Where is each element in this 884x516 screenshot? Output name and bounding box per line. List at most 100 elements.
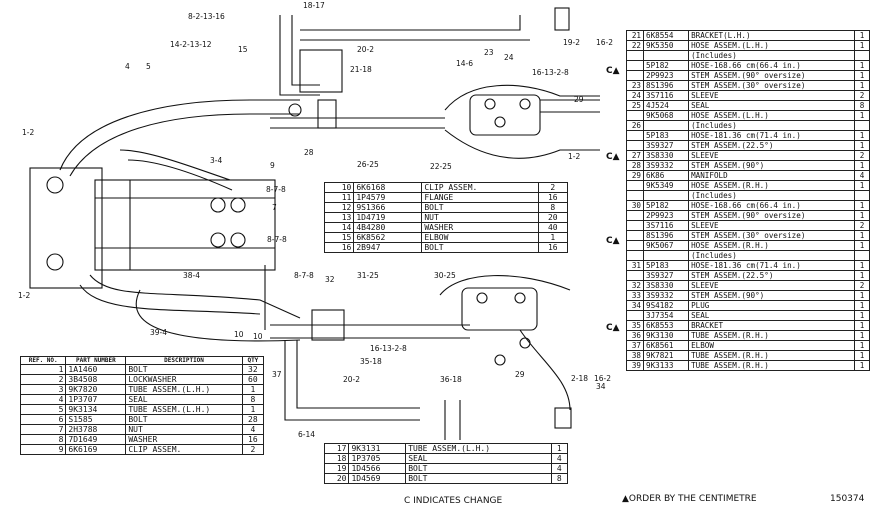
callout-label: 28 bbox=[304, 148, 314, 157]
cell-desc: TUBE ASSEM.(R.H.) bbox=[688, 360, 855, 371]
cell-qty: 20 bbox=[537, 212, 569, 223]
callout-label: 15 bbox=[238, 45, 248, 54]
cell-qty: 1 bbox=[241, 384, 265, 395]
cell-part: 9K5349 bbox=[642, 180, 690, 191]
cell-ref: 10 bbox=[323, 182, 355, 193]
callout-label: 19-2 bbox=[563, 38, 580, 47]
cell-ref bbox=[626, 70, 644, 81]
cell-qty: 8 bbox=[537, 202, 569, 213]
cell-desc: BOLT bbox=[421, 202, 539, 213]
cell-ref bbox=[626, 130, 644, 141]
cell-ref: 36 bbox=[626, 330, 644, 341]
cell-desc: SEAL bbox=[688, 310, 855, 321]
cell-qty: 4 bbox=[854, 170, 870, 181]
cell-desc: HOSE ASSEM.(R.H.) bbox=[688, 180, 855, 191]
cell-desc: NUT bbox=[125, 424, 243, 435]
cell-ref: 11 bbox=[323, 192, 355, 203]
cell-ref: 37 bbox=[626, 340, 644, 351]
cell-desc: TUBE ASSEM.(R.H.) bbox=[688, 330, 855, 341]
cell-part bbox=[642, 120, 690, 131]
cell-ref bbox=[626, 210, 644, 221]
cell-qty: 1 bbox=[854, 140, 870, 151]
cell-part: 2P9923 bbox=[642, 70, 690, 81]
cell-part: 3B4508 bbox=[65, 374, 127, 385]
cell-desc: FLANGE bbox=[421, 192, 539, 203]
cell-ref: 15 bbox=[323, 232, 355, 243]
cell-part: 1A1460 bbox=[65, 364, 127, 375]
cell-part: 3S9332 bbox=[642, 290, 690, 301]
cell-part: 5P183 bbox=[642, 130, 690, 141]
cell-ref: 20 bbox=[323, 473, 350, 484]
header-qty: QTY bbox=[241, 356, 265, 365]
cell-ref bbox=[626, 60, 644, 71]
cell-ref: 3 bbox=[19, 384, 67, 395]
header-part: PART NUMBER bbox=[65, 356, 127, 365]
cell-ref: 5 bbox=[19, 404, 67, 415]
cell-qty: 1 bbox=[854, 320, 870, 331]
cell-desc: STEM ASSEM.(90° oversize) bbox=[688, 210, 855, 221]
cell-ref: 13 bbox=[323, 212, 355, 223]
cell-part bbox=[642, 50, 690, 61]
cell-ref: 35 bbox=[626, 320, 644, 331]
callout-label: 39-4 bbox=[150, 328, 167, 337]
callout-label: 9 bbox=[270, 161, 275, 170]
callout-label: 16-2 bbox=[596, 38, 613, 47]
cell-desc: SEAL bbox=[688, 100, 855, 111]
cell-ref: 24 bbox=[626, 90, 644, 101]
cell-desc: STEM ASSEM.(30° oversize) bbox=[688, 80, 855, 91]
cell-ref: 7 bbox=[19, 424, 67, 435]
cell-ref: 12 bbox=[323, 202, 355, 213]
cell-qty: 16 bbox=[537, 192, 569, 203]
cell-desc: PLUG bbox=[688, 300, 855, 311]
cell-ref: 4 bbox=[19, 394, 67, 405]
valve-cover bbox=[94, 179, 276, 271]
cell-qty: 1 bbox=[854, 340, 870, 351]
cell-qty: 1 bbox=[241, 404, 265, 415]
cell-part: 1P3705 bbox=[348, 453, 407, 464]
cell-qty: 32 bbox=[241, 364, 265, 375]
cell-qty: 1 bbox=[854, 40, 870, 51]
cell-qty: 1 bbox=[854, 260, 870, 271]
callout-label: 29 bbox=[574, 95, 584, 104]
cell-part: 3S7116 bbox=[642, 90, 690, 101]
callout-label: 2-18 bbox=[571, 374, 588, 383]
cell-part: 3S8330 bbox=[642, 280, 690, 291]
cell-qty: 4 bbox=[550, 463, 569, 474]
cell-ref: 30 bbox=[626, 200, 644, 211]
cell-ref: 1 bbox=[19, 364, 67, 375]
cell-ref bbox=[626, 180, 644, 191]
cell-qty: 1 bbox=[854, 310, 870, 321]
cell-ref bbox=[626, 110, 644, 121]
upper-manifold bbox=[469, 94, 541, 136]
cell-qty: 1 bbox=[854, 110, 870, 121]
callout-label: 38-4 bbox=[183, 271, 200, 280]
cell-ref bbox=[626, 220, 644, 231]
cell-part: 1P4579 bbox=[353, 192, 423, 203]
callout-label: 20-2 bbox=[343, 375, 360, 384]
table-row: (Includes) bbox=[626, 50, 870, 61]
cell-part: 9K5067 bbox=[642, 240, 690, 251]
callout-label: 8-7-8 bbox=[267, 235, 287, 244]
cell-qty: 1 bbox=[854, 230, 870, 241]
cell-part: 6K8553 bbox=[642, 320, 690, 331]
cell-ref: 29 bbox=[626, 170, 644, 181]
cell-part: 3S8330 bbox=[642, 150, 690, 161]
engine-block bbox=[29, 167, 103, 289]
upper-hose bbox=[59, 99, 300, 171]
callout-label: 10 bbox=[253, 332, 263, 341]
cell-desc: HOSE-168.66 cm(66.4 in.) bbox=[688, 60, 855, 71]
